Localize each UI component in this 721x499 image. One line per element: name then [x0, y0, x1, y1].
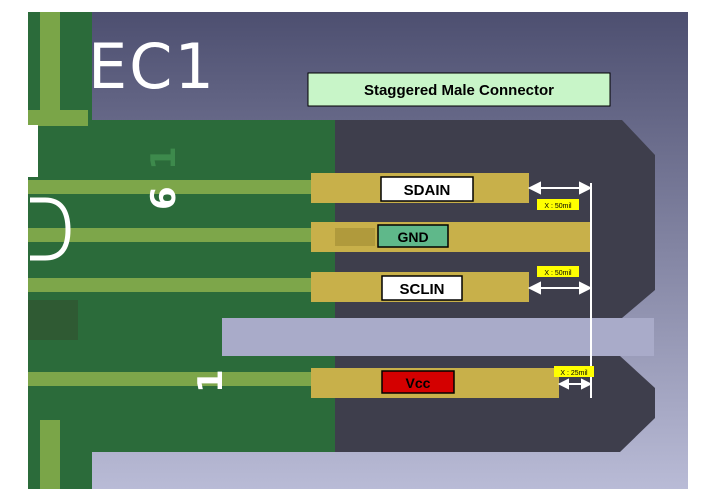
dim-tag-2-text: X : 50mil — [544, 270, 572, 277]
left-trace-2 — [28, 110, 88, 126]
pin-label-sclin-text: SCLIN — [400, 281, 445, 298]
dim-tag-3: X : 25mil — [554, 366, 594, 377]
dim-tag-1: X : 50mil — [537, 199, 579, 210]
pin-label-gnd-text: GND — [397, 229, 428, 245]
trace-vcc — [28, 372, 318, 386]
pin-label-sclin: SCLIN — [381, 275, 463, 301]
pin-number-6-ghost: 1 — [144, 146, 184, 170]
dim-arrow-3 — [557, 378, 593, 390]
title-text: Staggered Male Connector — [364, 82, 554, 99]
left-trace-3 — [40, 420, 60, 489]
title-box: Staggered Male Connector — [307, 72, 611, 107]
trace-sclin — [28, 278, 318, 292]
dim-arrow-1 — [527, 181, 593, 195]
silk-d-shape — [30, 197, 71, 261]
pin-label-sdain-text: SDAIN — [404, 182, 451, 199]
pin-label-sdain: SDAIN — [380, 176, 474, 202]
trace-sdain — [28, 180, 318, 194]
ref-designator: EC1 — [88, 30, 216, 103]
left-trace-1 — [40, 12, 60, 110]
silk-bar — [28, 125, 38, 177]
dim-arrow-2 — [527, 281, 593, 295]
pin-label-vcc-text: Vcc — [406, 375, 431, 391]
trace-gnd — [28, 228, 318, 242]
pad-gnd-inner — [335, 228, 375, 246]
dim-tag-3-text: X : 25mil — [560, 370, 588, 377]
pin-number-6: 6 — [144, 186, 184, 210]
pcb-green-area — [28, 12, 335, 489]
connector-notch — [222, 318, 654, 356]
pcb-dark-stripe — [28, 300, 78, 340]
pin-label-vcc: Vcc — [381, 370, 455, 394]
dim-tag-1-text: X : 50mil — [544, 203, 572, 210]
pin-label-gnd: GND — [377, 224, 449, 248]
pin-number-1: 1 — [191, 369, 231, 393]
dim-tag-2: X : 50mil — [537, 266, 579, 277]
